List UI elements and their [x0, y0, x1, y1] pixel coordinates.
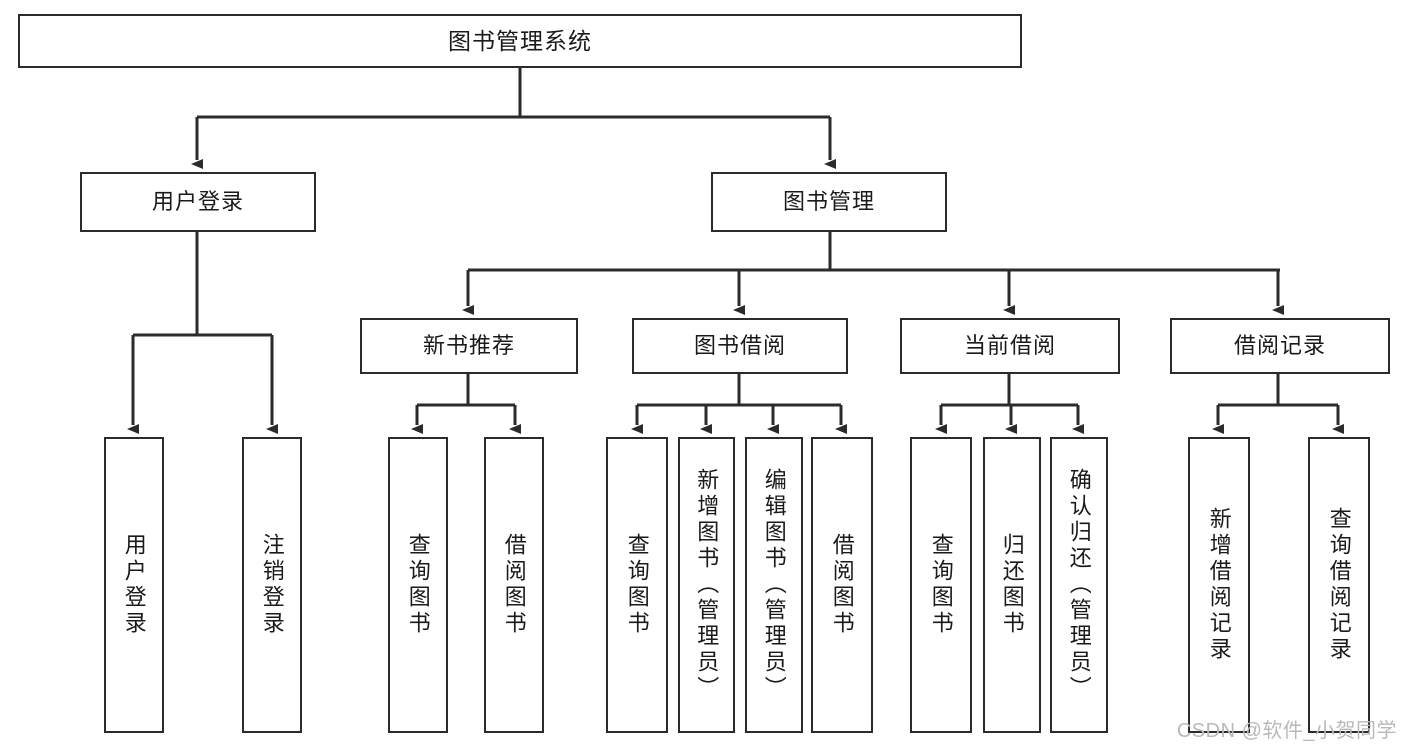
leaf-query-borrow-record-label: 查询借阅记录 [1326, 507, 1352, 663]
leaf-user-login[interactable]: 用户登录 [104, 437, 164, 733]
leaf-query-book-recommend[interactable]: 查询图书 [388, 437, 448, 733]
watermark: CSDN @软件_小贺同学 [1176, 720, 1397, 742]
node-new-book-recommend[interactable]: 新书推荐 [360, 318, 578, 374]
leaf-borrow-book-borrow[interactable]: 借阅图书 [811, 437, 873, 733]
leaf-logout[interactable]: 注销登录 [242, 437, 302, 733]
leaf-edit-book-admin[interactable]: 编辑图书（管理员） [745, 437, 803, 733]
node-borrow-record[interactable]: 借阅记录 [1170, 318, 1390, 374]
leaf-query-borrow-record[interactable]: 查询借阅记录 [1308, 437, 1370, 733]
leaf-query-book-current-label: 查询图书 [928, 533, 954, 637]
node-current-borrow[interactable]: 当前借阅 [900, 318, 1120, 374]
node-current-borrow-label: 当前借阅 [963, 333, 1056, 359]
leaf-logout-label: 注销登录 [259, 533, 285, 637]
node-user-login-label: 用户登录 [151, 189, 244, 215]
node-user-login[interactable]: 用户登录 [80, 172, 316, 232]
leaf-user-login-label: 用户登录 [121, 533, 147, 637]
node-root[interactable]: 图书管理系统 [18, 14, 1022, 68]
leaf-query-book-current[interactable]: 查询图书 [910, 437, 972, 733]
leaf-query-book-borrow-label: 查询图书 [624, 533, 650, 637]
leaf-add-borrow-record[interactable]: 新增借阅记录 [1188, 437, 1250, 733]
node-new-book-recommend-label: 新书推荐 [422, 333, 515, 359]
node-root-label: 图书管理系统 [448, 27, 592, 54]
leaf-borrow-book-recommend-label: 借阅图书 [501, 533, 527, 637]
leaf-add-book-admin[interactable]: 新增图书（管理员） [678, 437, 735, 733]
leaf-add-book-admin-label: 新增图书（管理员） [694, 468, 720, 702]
node-borrow-record-label: 借阅记录 [1233, 333, 1326, 359]
leaf-return-book-label: 归还图书 [999, 533, 1025, 637]
leaf-query-book-recommend-label: 查询图书 [405, 533, 431, 637]
leaf-borrow-book-recommend[interactable]: 借阅图书 [484, 437, 544, 733]
leaf-confirm-return-admin[interactable]: 确认归还（管理员） [1050, 437, 1108, 733]
node-book-borrow[interactable]: 图书借阅 [632, 318, 848, 374]
leaf-edit-book-admin-label: 编辑图书（管理员） [761, 468, 787, 702]
leaf-borrow-book-borrow-label: 借阅图书 [829, 533, 855, 637]
leaf-return-book[interactable]: 归还图书 [983, 437, 1041, 733]
leaf-confirm-return-admin-label: 确认归还（管理员） [1066, 468, 1092, 702]
leaf-add-borrow-record-label: 新增借阅记录 [1206, 507, 1232, 663]
leaf-query-book-borrow[interactable]: 查询图书 [606, 437, 668, 733]
node-book-borrow-label: 图书借阅 [693, 333, 786, 359]
node-book-management-label: 图书管理 [782, 189, 875, 215]
node-book-management[interactable]: 图书管理 [711, 172, 947, 232]
